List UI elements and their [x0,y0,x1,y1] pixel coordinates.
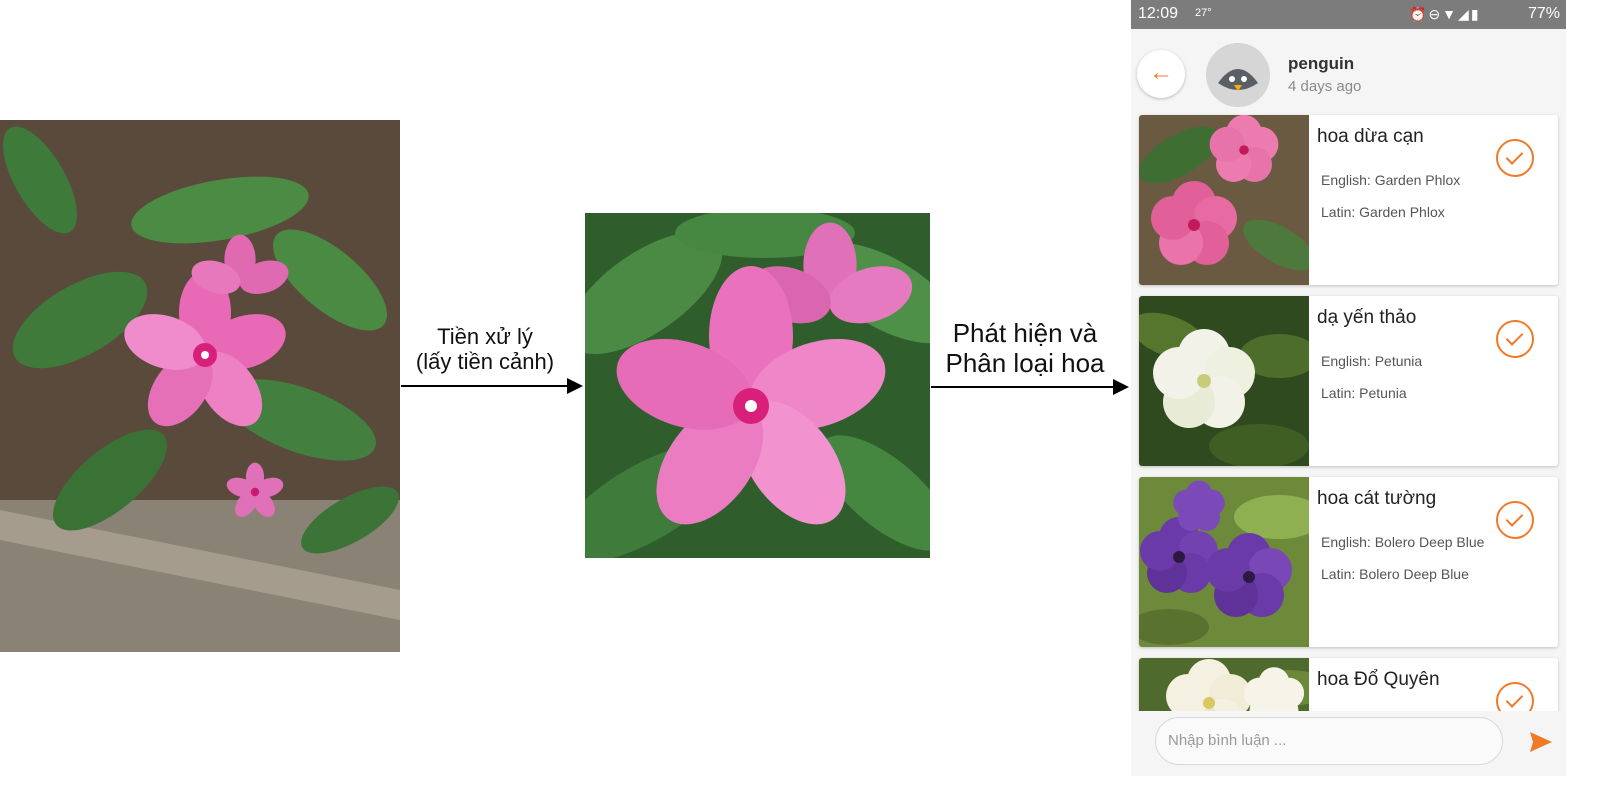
result-title: hoa cát tường [1317,488,1437,509]
dnd-icon: ⊖ [1428,6,1443,22]
result-thumbnail [1139,115,1309,285]
result-card-hoa-dua-can[interactable]: hoa dừa cạn English: Garden Phlox Latin:… [1139,115,1558,285]
result-english-name: English: Bolero Deep Blue [1321,534,1485,550]
classify-arrow [931,379,1129,395]
battery-icon: ▮ [1470,6,1481,22]
preprocess-label: Tiền xử lý (lấy tiền cảnh) [404,324,566,375]
preprocess-arrow [401,378,583,394]
classify-label: Phát hiện và Phân loại hoa [934,318,1116,379]
back-button[interactable]: ← [1137,50,1185,98]
result-card-da-yen-thao[interactable]: dạ yến thảo English: Petunia Latin: Petu… [1139,296,1558,466]
post-time: 4 days ago [1288,78,1362,95]
status-time: 12:09 [1138,5,1179,22]
result-latin-name: Latin: Petunia [1321,385,1407,401]
send-icon [1530,732,1552,752]
classify-label-line2: Phân loại hoa [945,347,1105,378]
alarm-icon: ⏰ [1409,6,1429,22]
result-title: hoa dừa cạn [1317,126,1424,147]
arrow-left-icon: ← [1149,59,1173,86]
result-latin-name: Latin: Bolero Deep Blue [1321,566,1469,582]
cropped-flower-photo [585,213,930,558]
status-bar: 12:09 27° ⏰⊖▼◢▮ 77% [1131,0,1566,29]
signal-icon: ◢ [1458,6,1471,22]
phone-screen: 12:09 27° ⏰⊖▼◢▮ 77% ← penguin 4 days ago [1131,0,1566,776]
user-name: penguin [1288,54,1355,73]
check-icon[interactable] [1496,139,1534,177]
comment-bar: Nhập bình luận ... [1131,711,1566,776]
original-flower-photo [0,120,400,652]
result-thumbnail [1139,296,1309,466]
status-temperature: 27° [1195,7,1212,19]
status-icons: ⏰⊖▼◢▮ [1409,6,1481,23]
result-english-name: English: Garden Phlox [1321,172,1461,188]
classify-label-line1: Phát hiện và [952,318,1098,348]
chat-header: ← penguin 4 days ago [1131,29,1566,113]
result-english-name: English: Petunia [1321,353,1423,369]
send-button[interactable] [1527,728,1555,756]
result-title: dạ yến thảo [1317,307,1417,328]
avatar[interactable] [1206,43,1270,107]
check-icon[interactable] [1496,320,1534,358]
check-icon[interactable] [1496,501,1534,539]
wifi-icon: ▼ [1442,6,1459,22]
result-card-hoa-cat-tuong[interactable]: hoa cát tường English: Bolero Deep Blue … [1139,477,1558,647]
preprocess-label-line2: (lấy tiền cảnh) [415,349,555,375]
result-latin-name: Latin: Garden Phlox [1321,204,1445,220]
result-title: hoa Đổ Quyên [1317,669,1440,690]
comment-input[interactable]: Nhập bình luận ... [1155,717,1503,765]
result-thumbnail [1139,477,1309,647]
preprocess-label-line1: Tiền xử lý [437,324,533,349]
penguin-icon [1206,43,1270,107]
status-battery: 77% [1527,5,1560,22]
